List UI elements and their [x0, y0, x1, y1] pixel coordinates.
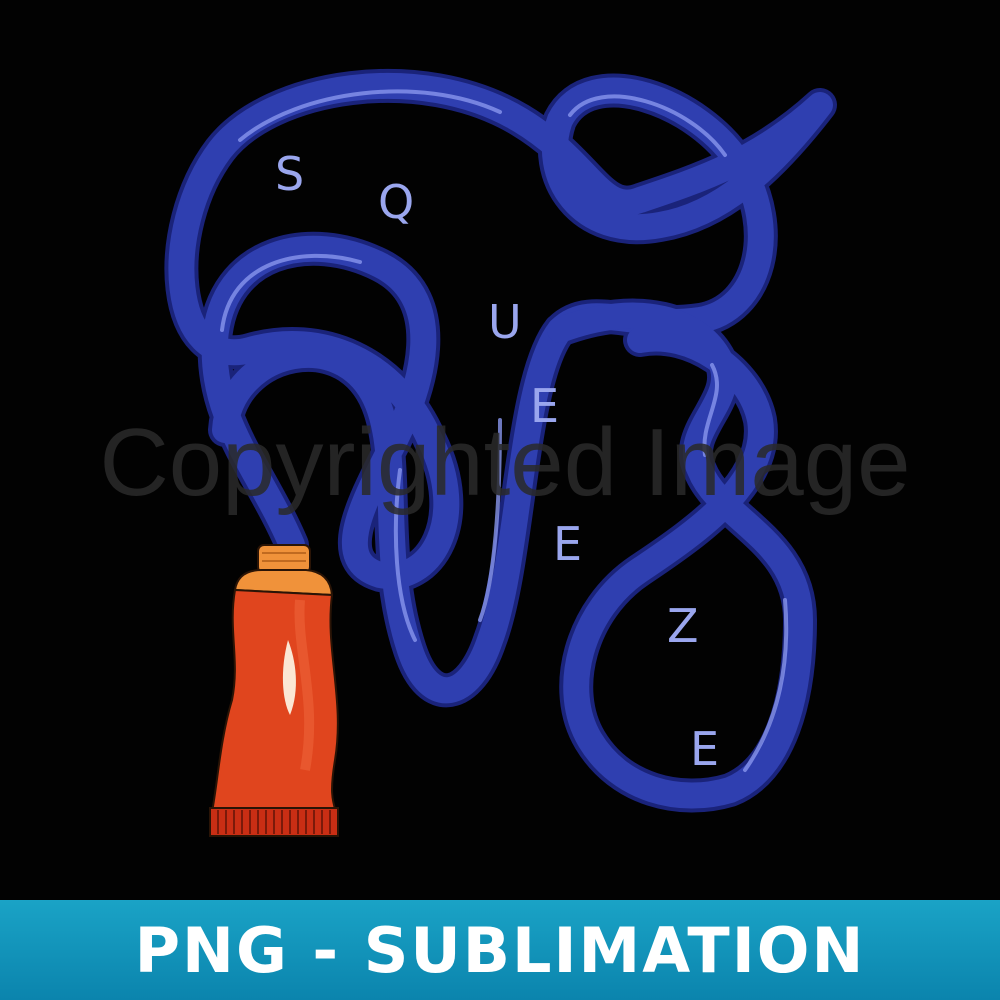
- squeeze-letters: S Q U E E Z E: [275, 147, 719, 776]
- banner-label: PNG - SUBLIMATION: [134, 913, 866, 987]
- letter-s: S: [275, 147, 304, 201]
- letter-e-3: E: [690, 722, 719, 776]
- letter-e-2: E: [553, 517, 582, 571]
- tube-nozzle: [257, 544, 311, 574]
- squeeze-artwork: S Q U E E Z E: [99, 69, 911, 837]
- tube-shoulder: [233, 569, 334, 597]
- letter-z: Z: [667, 599, 699, 653]
- product-banner: PNG - SUBLIMATION: [0, 900, 1000, 1000]
- letter-e-1: E: [530, 379, 559, 433]
- watermark-text: Copyrighted Image: [99, 409, 910, 516]
- letter-u: U: [488, 295, 522, 349]
- tube-body: [210, 588, 339, 813]
- tube-highlight: [282, 640, 296, 715]
- paste-ribbon: [164, 69, 837, 813]
- paint-tube: [209, 544, 339, 837]
- letter-q: Q: [378, 175, 414, 229]
